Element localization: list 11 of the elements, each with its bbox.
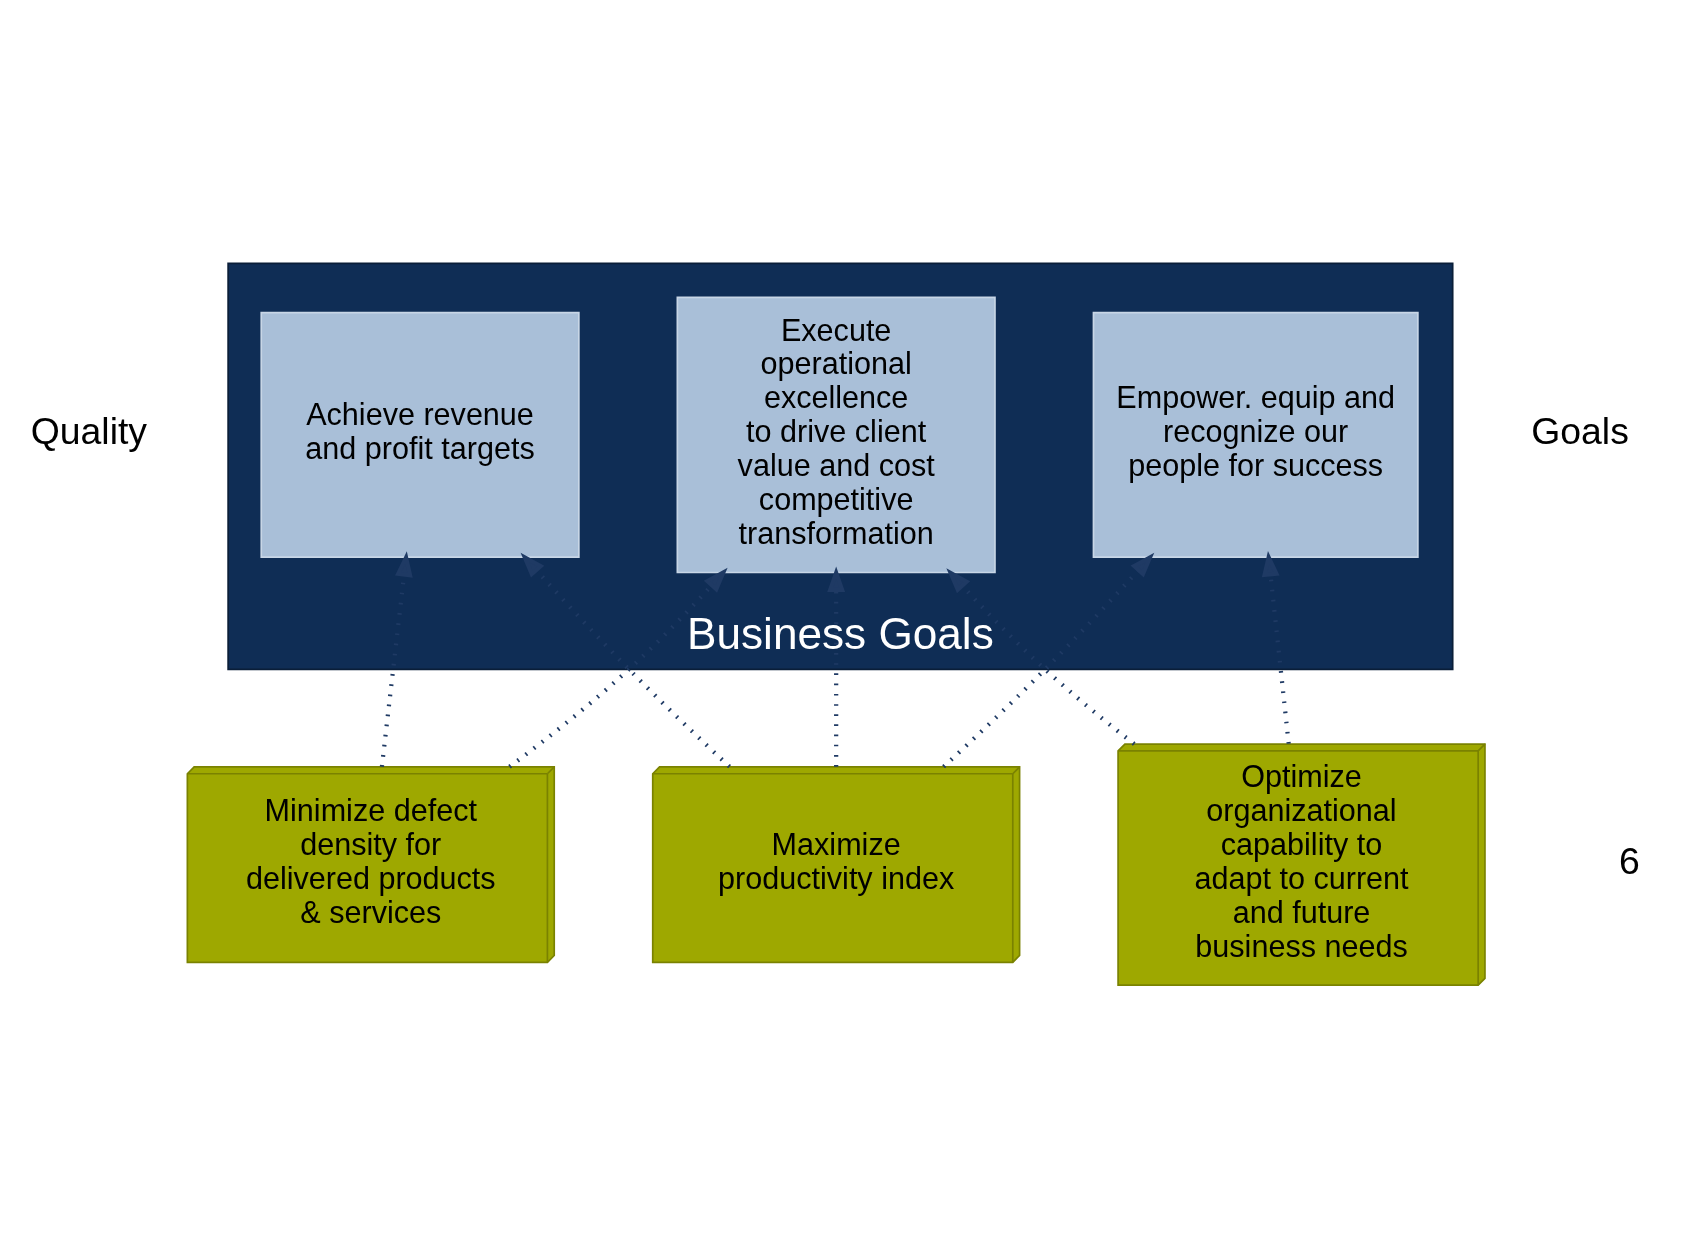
arrow <box>1261 551 1291 744</box>
node-box: Achieve revenue and profit targets <box>260 311 580 559</box>
label: 6 <box>1618 840 1640 883</box>
node-box: Empower. equip and recognize our people for success <box>1092 311 1419 559</box>
label: Quality <box>30 410 147 453</box>
node-box: Execute operational excellence to drive client value and cost competitive transformation <box>676 296 996 574</box>
label: Goals <box>1531 410 1629 453</box>
arrow <box>827 566 846 767</box>
arrow <box>946 568 1136 746</box>
arrow <box>379 551 413 767</box>
arrow <box>942 552 1155 769</box>
